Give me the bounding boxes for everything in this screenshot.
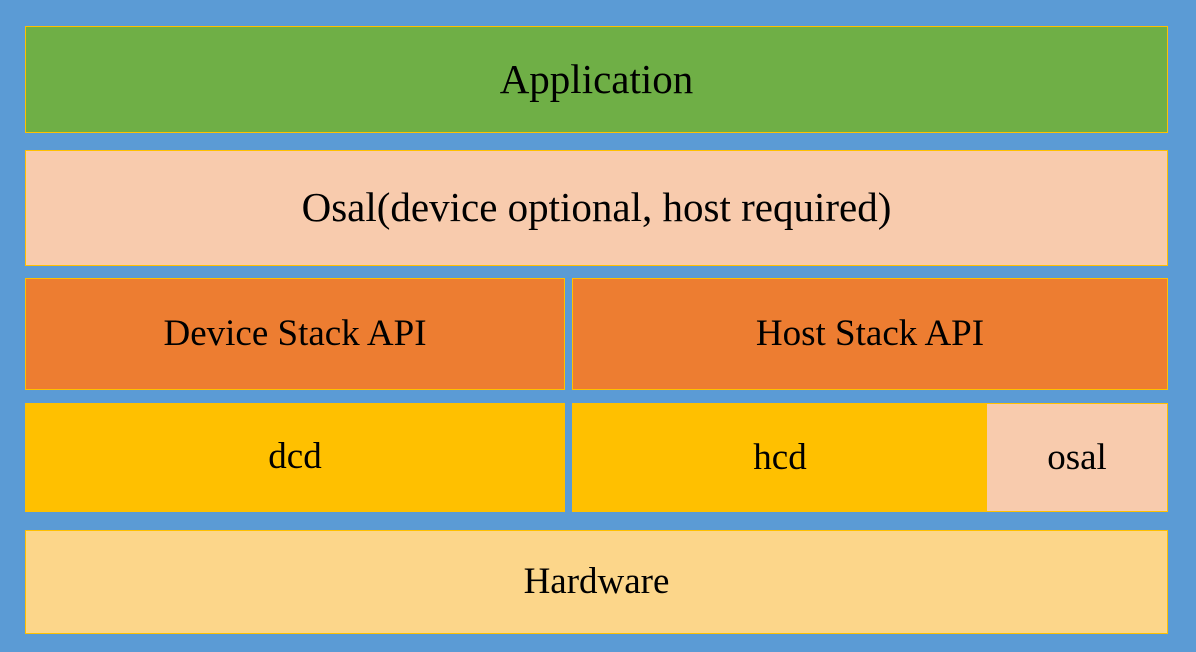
layer-osal[interactable]: Osal(device optional, host required)	[25, 150, 1168, 266]
layer-dcd[interactable]: dcd	[25, 403, 565, 512]
layer-device-stack-api[interactable]: Device Stack API	[25, 278, 565, 390]
layer-hardware-label: Hardware	[523, 560, 670, 602]
layer-osal-right-label: osal	[1047, 437, 1107, 478]
layer-hcd-label: hcd	[753, 437, 807, 478]
layer-application-label: Application	[499, 55, 694, 102]
layer-osal-label: Osal(device optional, host required)	[301, 184, 892, 231]
layer-osal-right[interactable]: osal	[987, 404, 1167, 511]
layer-dcd-label: dcd	[268, 436, 322, 478]
layer-hcd-osal-group: hcd osal	[572, 403, 1168, 512]
layer-device-stack-api-label: Device Stack API	[163, 312, 427, 354]
layer-hcd[interactable]: hcd	[573, 404, 987, 511]
layer-application[interactable]: Application	[25, 26, 1168, 133]
layer-hardware[interactable]: Hardware	[25, 530, 1168, 634]
layer-host-stack-api-label: Host Stack API	[755, 312, 985, 354]
layer-host-stack-api[interactable]: Host Stack API	[572, 278, 1168, 390]
